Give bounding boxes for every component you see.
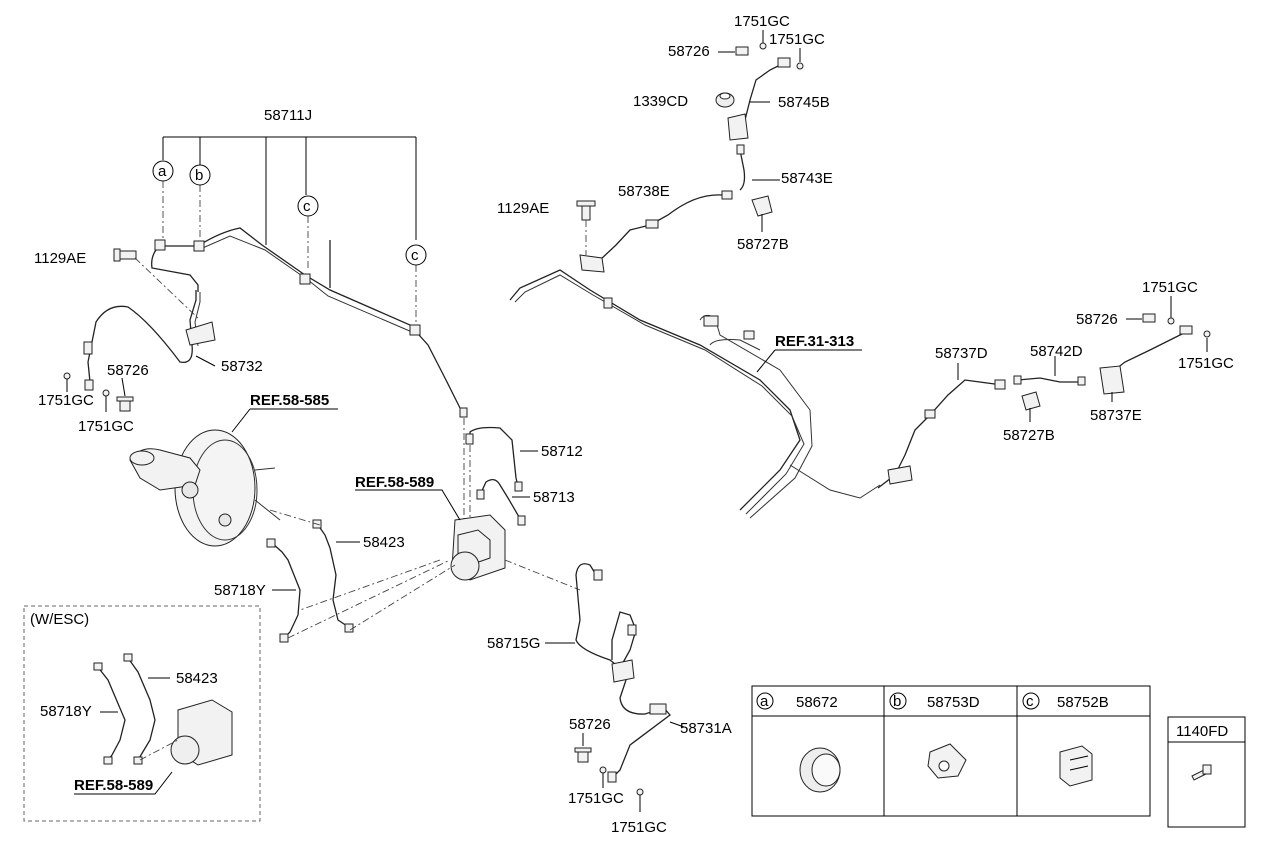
grommet-1339CD: 1339CD	[633, 92, 735, 110]
extra-part-1140FD-box: 1140FD	[1167, 716, 1246, 828]
brake-line-58738E: 58738E	[579, 183, 733, 273]
svg-text:REF.58-589: REF.58-589	[355, 474, 434, 491]
abs-module: REF.58-589	[299, 474, 581, 611]
esc-variant-box: (W/ESC) 58423 58718Y REF.58-589	[23, 605, 261, 822]
clip-58752B-illustration	[1059, 745, 1093, 787]
legend-key-b: b	[893, 693, 901, 710]
svg-text:58727B: 58727B	[1003, 427, 1055, 444]
svg-text:1751GC: 1751GC	[1178, 355, 1234, 372]
clip-58727B-right: 58727B	[1003, 391, 1055, 444]
brake-line-58713: 58713	[476, 478, 575, 526]
hose-58745B: 58745B	[727, 57, 830, 141]
svg-text:1751GC: 1751GC	[611, 819, 667, 836]
marker-c-2: c	[405, 244, 427, 322]
svg-text:58718Y: 58718Y	[214, 582, 266, 599]
svg-text:58743E: 58743E	[781, 170, 833, 187]
brake-line-58742D: 58742D	[1013, 343, 1086, 386]
svg-text:58712: 58712	[541, 443, 583, 460]
hose-58731A: 58731A	[607, 679, 732, 783]
svg-text:(W/ESC): (W/ESC)	[30, 611, 89, 628]
svg-text:c: c	[411, 247, 419, 264]
fittings-top-58726: 1751GC 58726 1751GC	[668, 13, 825, 70]
svg-text:1339CD: 1339CD	[633, 93, 688, 110]
svg-text:1140FD: 1140FD	[1176, 723, 1228, 740]
screw-1140FD-illustration	[1191, 764, 1212, 781]
svg-text:58718Y: 58718Y	[40, 703, 92, 720]
svg-text:1751GC: 1751GC	[1142, 279, 1198, 296]
brake-line-58737D: 58737D	[877, 345, 1006, 489]
svg-text:a: a	[158, 163, 167, 180]
brake-line-58423: 58423	[269, 509, 456, 633]
fuel-brake-line-bundle-ref31313: REF.31-313	[509, 269, 881, 519]
svg-text:58423: 58423	[176, 670, 218, 687]
bolt-1129AE-mid: 1129AE	[497, 200, 596, 255]
brake-booster: REF.58-585	[129, 392, 338, 547]
legend-part-c: 58752B	[1057, 694, 1109, 711]
fittings-right-58726: 1751GC 58726 1751GC	[1076, 279, 1234, 372]
fittings-left-58726: 58726 1751GC 1751GC	[38, 362, 149, 435]
svg-text:58738E: 58738E	[618, 183, 670, 200]
marker-c-1: c	[297, 195, 319, 270]
svg-text:58423: 58423	[363, 534, 405, 551]
svg-text:REF.58-585: REF.58-585	[250, 392, 329, 409]
brake-line-58715G: 58715G	[487, 563, 637, 683]
svg-text:c: c	[303, 198, 311, 215]
svg-text:1129AE: 1129AE	[34, 250, 86, 267]
fittings-bottom-58726: 58726 1751GC 1751GC	[568, 716, 667, 836]
svg-text:58737E: 58737E	[1090, 407, 1142, 424]
svg-text:58745B: 58745B	[778, 94, 830, 111]
svg-text:58726: 58726	[107, 362, 149, 379]
svg-text:58713: 58713	[533, 489, 575, 506]
hose-58732: 58732	[83, 290, 263, 391]
svg-text:58726: 58726	[1076, 311, 1118, 328]
svg-text:1751GC: 1751GC	[568, 790, 624, 807]
svg-text:REF.58-589: REF.58-589	[74, 777, 153, 794]
label-58711J: 58711J	[264, 107, 312, 124]
svg-text:1129AE: 1129AE	[497, 200, 549, 217]
svg-text:58715G: 58715G	[487, 635, 540, 652]
clip-58753D-illustration	[927, 743, 967, 779]
legend-key-a: a	[760, 693, 769, 710]
svg-text:1751GC: 1751GC	[78, 418, 134, 435]
brake-line-58743E: 58743E	[736, 144, 833, 191]
grommet-58672-illustration	[799, 747, 841, 793]
hose-58737E: 58737E	[1090, 325, 1193, 424]
clip-58727B-top: 58727B	[737, 195, 789, 253]
svg-text:b: b	[195, 167, 203, 184]
svg-text:58737D: 58737D	[935, 345, 988, 362]
marker-a: a	[152, 160, 174, 238]
brake-line-58712: 58712	[463, 418, 583, 525]
legend-part-a: 58672	[796, 694, 838, 711]
svg-text:1751GC: 1751GC	[769, 31, 825, 48]
svg-text:1751GC: 1751GC	[38, 392, 94, 409]
svg-text:58742D: 58742D	[1030, 343, 1083, 360]
svg-text:REF.31-313: REF.31-313	[775, 333, 854, 350]
legend-key-c: c	[1026, 693, 1034, 710]
svg-text:58727B: 58727B	[737, 236, 789, 253]
svg-text:58726: 58726	[569, 716, 611, 733]
svg-text:58726: 58726	[668, 43, 710, 60]
bracket-58711J: 58711J	[162, 107, 417, 245]
bolt-1129AE-left: 1129AE	[34, 248, 201, 321]
svg-text:58731A: 58731A	[680, 720, 732, 737]
parts-legend-table: a 58672 b 58753D c 58752B	[751, 685, 1151, 817]
brake-line-58711J	[151, 227, 468, 418]
svg-text:1751GC: 1751GC	[734, 13, 790, 30]
svg-text:58732: 58732	[221, 358, 263, 375]
brake-line-58718Y: 58718Y	[214, 538, 451, 643]
legend-part-b: 58753D	[927, 694, 980, 711]
marker-b: b	[189, 164, 211, 240]
